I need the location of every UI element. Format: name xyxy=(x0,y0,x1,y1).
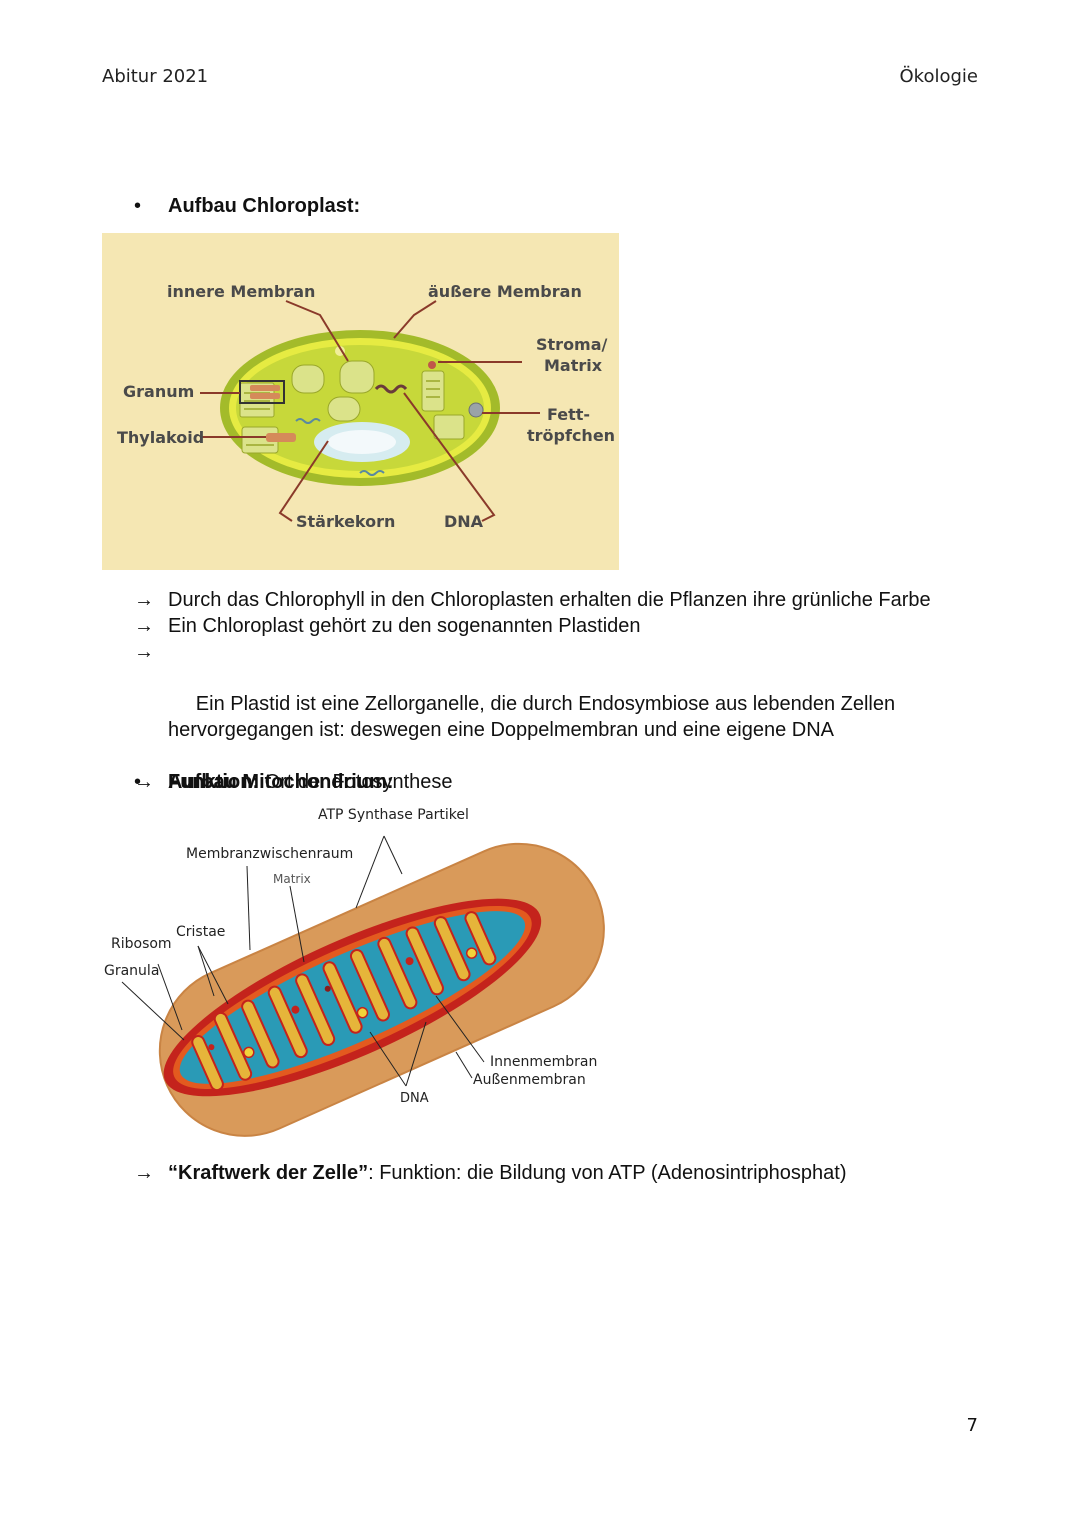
label-intermembrane: Membranzwischenraum xyxy=(186,846,353,862)
bullet-dot: • xyxy=(134,195,142,217)
chloroplast-diagram: innere Membran äußere Membran Stroma/ Ma… xyxy=(102,233,619,570)
label-atp-synthase: ATP Synthase Partikel xyxy=(318,807,469,823)
bullet-text: Ort der Fotosynthese xyxy=(259,771,453,793)
chloroplast-heading: • Aufbau Chloroplast: xyxy=(134,195,360,218)
header-right: Ökologie xyxy=(899,66,978,87)
mitochondrion-diagram: ATP Synthase Partikel Membranzwischenrau… xyxy=(104,807,605,1137)
arrow-icon: → xyxy=(134,615,154,637)
label-fat-line1: Fett- xyxy=(547,405,590,424)
page-number: 7 xyxy=(966,1415,978,1436)
label-thylakoid: Thylakoid xyxy=(117,428,204,447)
label-granum: Granum xyxy=(123,382,194,401)
chloroplast-heading-text: Aufbau Chloroplast: xyxy=(168,195,361,217)
bullet-chlorophyll: → Durch das Chlorophyll in den Chloropla… xyxy=(134,587,931,613)
bullet-lead: “Kraftwerk der Zelle” xyxy=(168,1162,369,1184)
arrow-icon: → xyxy=(134,1162,154,1184)
bullet-powerhouse: → “Kraftwerk der Zelle”: Funktion: die B… xyxy=(134,1160,847,1186)
bullet-plastid-group: → Ein Chloroplast gehört zu den sogenann… xyxy=(134,613,931,639)
label-inner-membrane: innere Membran xyxy=(167,282,315,301)
label-cristae: Cristae xyxy=(176,924,225,940)
label-outer-membrane: äußere Membran xyxy=(428,282,582,301)
label-outer-membrane: Außenmembran xyxy=(473,1072,586,1088)
label-dna: DNA xyxy=(444,512,484,531)
header-left: Abitur 2021 xyxy=(102,66,209,87)
bullet-dot: • xyxy=(134,771,142,793)
label-granula: Granula xyxy=(104,963,159,979)
bullet-endosymbiosis: → Ein Plastid ist eine Zellorganelle, di… xyxy=(134,639,908,769)
arrow-icon: → xyxy=(134,589,154,611)
bullet-lead: Funktion: xyxy=(168,771,260,793)
mitochondrion-heading: • Aufbau Mitochondrium: xyxy=(134,771,394,794)
mitochondrion-heading-text: Aufbau Mitochondrium: xyxy=(168,771,394,793)
bullet-text: Durch das Chlorophyll in den Chloroplast… xyxy=(168,589,931,611)
mitochondrion-bullets: → “Kraftwerk der Zelle”: Funktion: die B… xyxy=(134,1160,847,1186)
label-fat-line2: tröpfchen xyxy=(527,426,615,445)
bullet-function: → Funktion: Ort der Fotosynthese xyxy=(134,769,931,795)
bullet-text: Ein Chloroplast gehört zu den sogenannte… xyxy=(168,615,641,637)
label-ribosome: Ribosom xyxy=(111,936,172,952)
bullet-text: : Funktion: die Bildung von ATP (Adenosi… xyxy=(368,1162,847,1184)
label-inner-membrane: Innenmembran xyxy=(490,1054,597,1070)
label-starch: Stärkekorn xyxy=(296,512,395,531)
label-dna: DNA xyxy=(400,1091,429,1106)
label-matrix: Matrix xyxy=(273,872,311,886)
bullet-text: Ein Plastid ist eine Zellorganelle, die … xyxy=(168,693,901,741)
arrow-icon: → xyxy=(134,771,154,793)
label-stroma-line1: Stroma/ xyxy=(536,335,608,354)
label-stroma-line2: Matrix xyxy=(544,356,603,375)
arrow-icon: → xyxy=(134,641,154,663)
chloroplast-bullets: → Durch das Chlorophyll in den Chloropla… xyxy=(134,587,931,795)
